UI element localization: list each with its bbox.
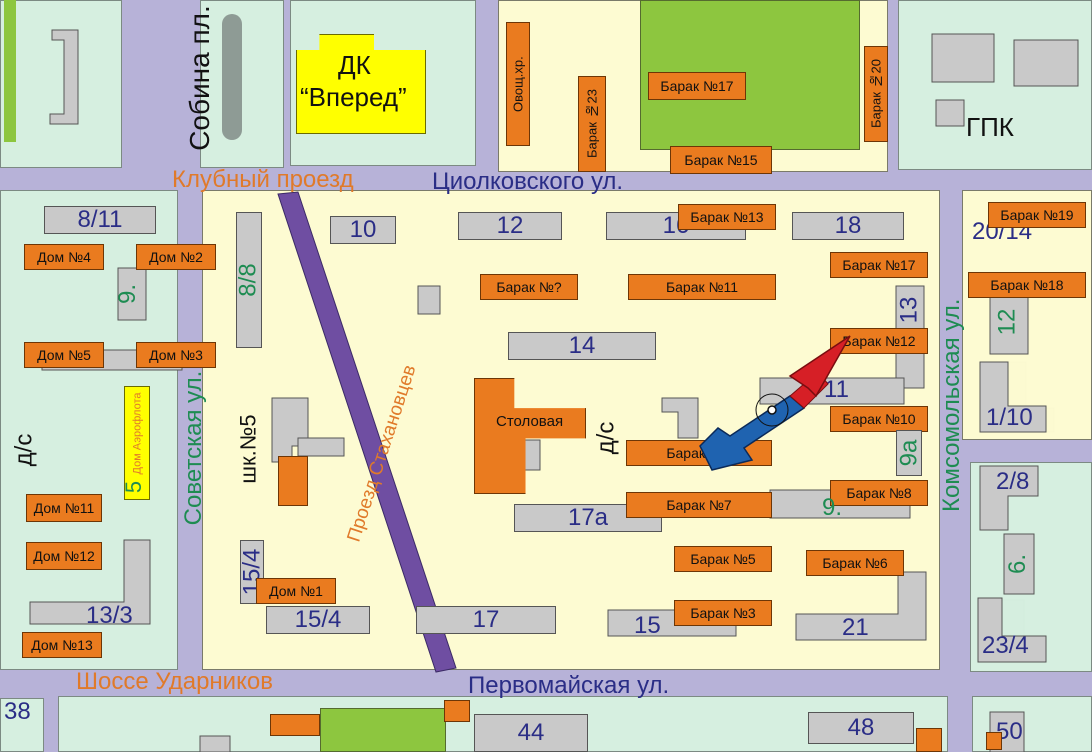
building-12: 12: [458, 212, 562, 240]
building-10-label: 10: [349, 216, 377, 243]
building-11-label: 11: [824, 376, 849, 403]
house-1: Дом №1: [256, 578, 336, 604]
building-9a: 9а: [895, 430, 922, 476]
building-8-8: 8/8: [235, 212, 262, 348]
barrack-6: Барак №6: [806, 550, 904, 576]
building-17a-label: 17а: [567, 504, 609, 531]
barrack-19: Барак №19: [988, 202, 1086, 228]
building-17a: 17а: [514, 504, 662, 532]
building-14: 14: [508, 332, 656, 360]
building-21-label: 21: [842, 614, 869, 641]
building-13-3-label: 13/3: [86, 602, 133, 629]
building-2-8-label: 2/8: [996, 468, 1030, 495]
building-8-11: 8/11: [44, 206, 156, 234]
building-1-10-label: 1/10: [986, 404, 1033, 431]
barrack-13: Барак №13: [678, 204, 776, 230]
building-44-label: 44: [517, 719, 545, 746]
udarnikov-highway-label: Шоссе Ударников: [76, 668, 273, 695]
house-4: Дом №4: [24, 244, 104, 270]
gpk-label: ГПК: [966, 112, 1014, 142]
barrack-15: Барак №15: [670, 146, 772, 174]
house-11: Дом №11: [26, 494, 102, 522]
building-23-4-label: 23/4: [982, 632, 1029, 659]
green-strip: [4, 0, 16, 142]
barrack-18: Барак №18: [968, 272, 1086, 298]
sobina-monument: [222, 14, 242, 140]
school-5: [278, 456, 308, 506]
barrack-7: Барак №7: [626, 492, 772, 518]
building-south-orange-2: [444, 700, 470, 722]
building-12-label: 12: [496, 212, 524, 239]
building-9-center-label: 9.: [822, 494, 843, 521]
block-top-left: [0, 0, 122, 168]
house-3: Дом №3: [136, 342, 216, 368]
barrack-8: Барак №8: [830, 480, 928, 506]
building-8-11-label: 8/11: [77, 206, 123, 233]
tsiolkovsky-street-label: Циолковского ул.: [432, 168, 624, 195]
house-5: Дом №5: [24, 342, 104, 368]
house-2: Дом №2: [136, 244, 216, 270]
barrack-11: Барак №11: [628, 274, 776, 300]
barrack-5: Барак №5: [674, 546, 772, 572]
canteen-label: Столовая: [496, 413, 564, 430]
barrack-10: Барак №10: [830, 406, 928, 432]
block-south-1: [0, 698, 44, 752]
building-18-label: 18: [834, 212, 862, 239]
building-17-label: 17: [472, 606, 500, 633]
building-15-4: 15/4: [266, 606, 370, 634]
dk-label: ДК: [338, 50, 371, 80]
barrack-17: Барак №17: [830, 252, 928, 278]
klubny-passage-label: Клубный проезд: [172, 166, 354, 193]
barrack-12: Барак №12: [830, 328, 928, 354]
dk-name-label: “Вперед”: [300, 82, 407, 112]
building-48: 48: [808, 712, 914, 744]
barrack-unknown: Барак №?: [480, 274, 578, 300]
building-18: 18: [792, 212, 904, 240]
culture-house-dk-vpered: [296, 34, 426, 134]
aeroflot-house: [124, 386, 150, 500]
building-38-label: 38: [4, 698, 31, 725]
building-17: 17: [416, 606, 556, 634]
building-south-orange-4: [986, 732, 1002, 750]
building-14-label: 14: [568, 332, 596, 359]
pervomayskaya-street-label: Первомайская ул.: [468, 672, 670, 699]
block-sobina-square: [200, 0, 284, 168]
building-48-label: 48: [847, 714, 875, 741]
house-12: Дом №12: [26, 542, 102, 570]
barrack-17-north: Барак №17: [648, 72, 746, 100]
building-south-orange-1: [270, 714, 320, 736]
house-13: Дом №13: [22, 632, 102, 658]
building-10: 10: [330, 216, 396, 244]
building-15-4-label: 15/4: [294, 606, 342, 633]
building-15-label: 15: [634, 612, 661, 639]
barrack-3: Барак №3: [674, 600, 772, 626]
